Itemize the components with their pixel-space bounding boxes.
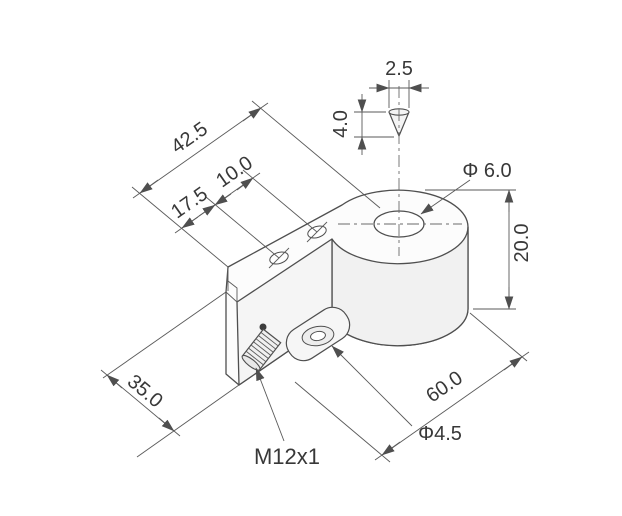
arrowhead-line: [139, 179, 159, 194]
dim-17-5-text: 17.5: [167, 183, 212, 223]
cylinder-side: [331, 226, 469, 347]
label-top-hole-dia: Φ 6.0: [420, 160, 512, 215]
thread-lines: [245, 332, 279, 366]
leader-line: [255, 367, 285, 442]
label-thread: M12x1: [254, 367, 320, 469]
dim-42-5-text: 42.5: [167, 118, 212, 158]
arrowhead-line: [181, 216, 199, 229]
arrowhead-line: [106, 374, 123, 389]
arrowhead-line: [503, 356, 523, 371]
extension-line: [469, 312, 528, 362]
arrowhead-line: [198, 204, 216, 217]
tab-hole: [310, 330, 326, 342]
tab-hole-dia-text: Φ4.5: [418, 423, 462, 445]
label-tab-hole-dia: Φ4.5: [331, 345, 462, 445]
dim-60-0-text: 60.0: [422, 367, 467, 407]
extension-line: [102, 291, 227, 379]
leader-line: [420, 179, 471, 215]
thread-text: M12x1: [254, 444, 320, 469]
dimension-line: [374, 351, 530, 461]
dim-35-0: 35.0: [100, 291, 240, 458]
extension-line: [131, 186, 229, 268]
arrowhead-line: [381, 441, 401, 456]
threaded-connector: [241, 328, 282, 371]
dim-10-0-text: 10.0: [212, 152, 257, 192]
sensor-body: [225, 189, 469, 386]
notch-line: [227, 280, 238, 302]
centerlines: [338, 86, 462, 256]
mounting-tab: [285, 306, 351, 362]
dim-20-0-text: 20.0: [511, 224, 533, 263]
leader-line: [331, 345, 413, 427]
extension-line: [205, 196, 280, 259]
notch-line: [225, 291, 238, 303]
indicator-dot: [259, 323, 267, 331]
left-notch: [225, 270, 238, 303]
arrowhead-line: [236, 177, 254, 191]
extension-line: [251, 100, 381, 209]
top-hole-dia-text: Φ 6.0: [462, 160, 511, 182]
arrowhead-line: [214, 193, 232, 206]
arrowhead-line: [242, 107, 262, 122]
arrowhead-line: [158, 417, 175, 432]
dim-20-0: 20.0: [425, 189, 533, 310]
extension-line: [242, 169, 318, 233]
dim-tip-width: 2.5: [369, 58, 429, 108]
dim-tip-height-text: 4.0: [330, 110, 352, 138]
dim-tip-height: 4.0: [330, 94, 394, 155]
extension-line: [136, 384, 240, 458]
dim-tip-width-text: 2.5: [385, 58, 413, 80]
extension-line: [294, 381, 391, 463]
